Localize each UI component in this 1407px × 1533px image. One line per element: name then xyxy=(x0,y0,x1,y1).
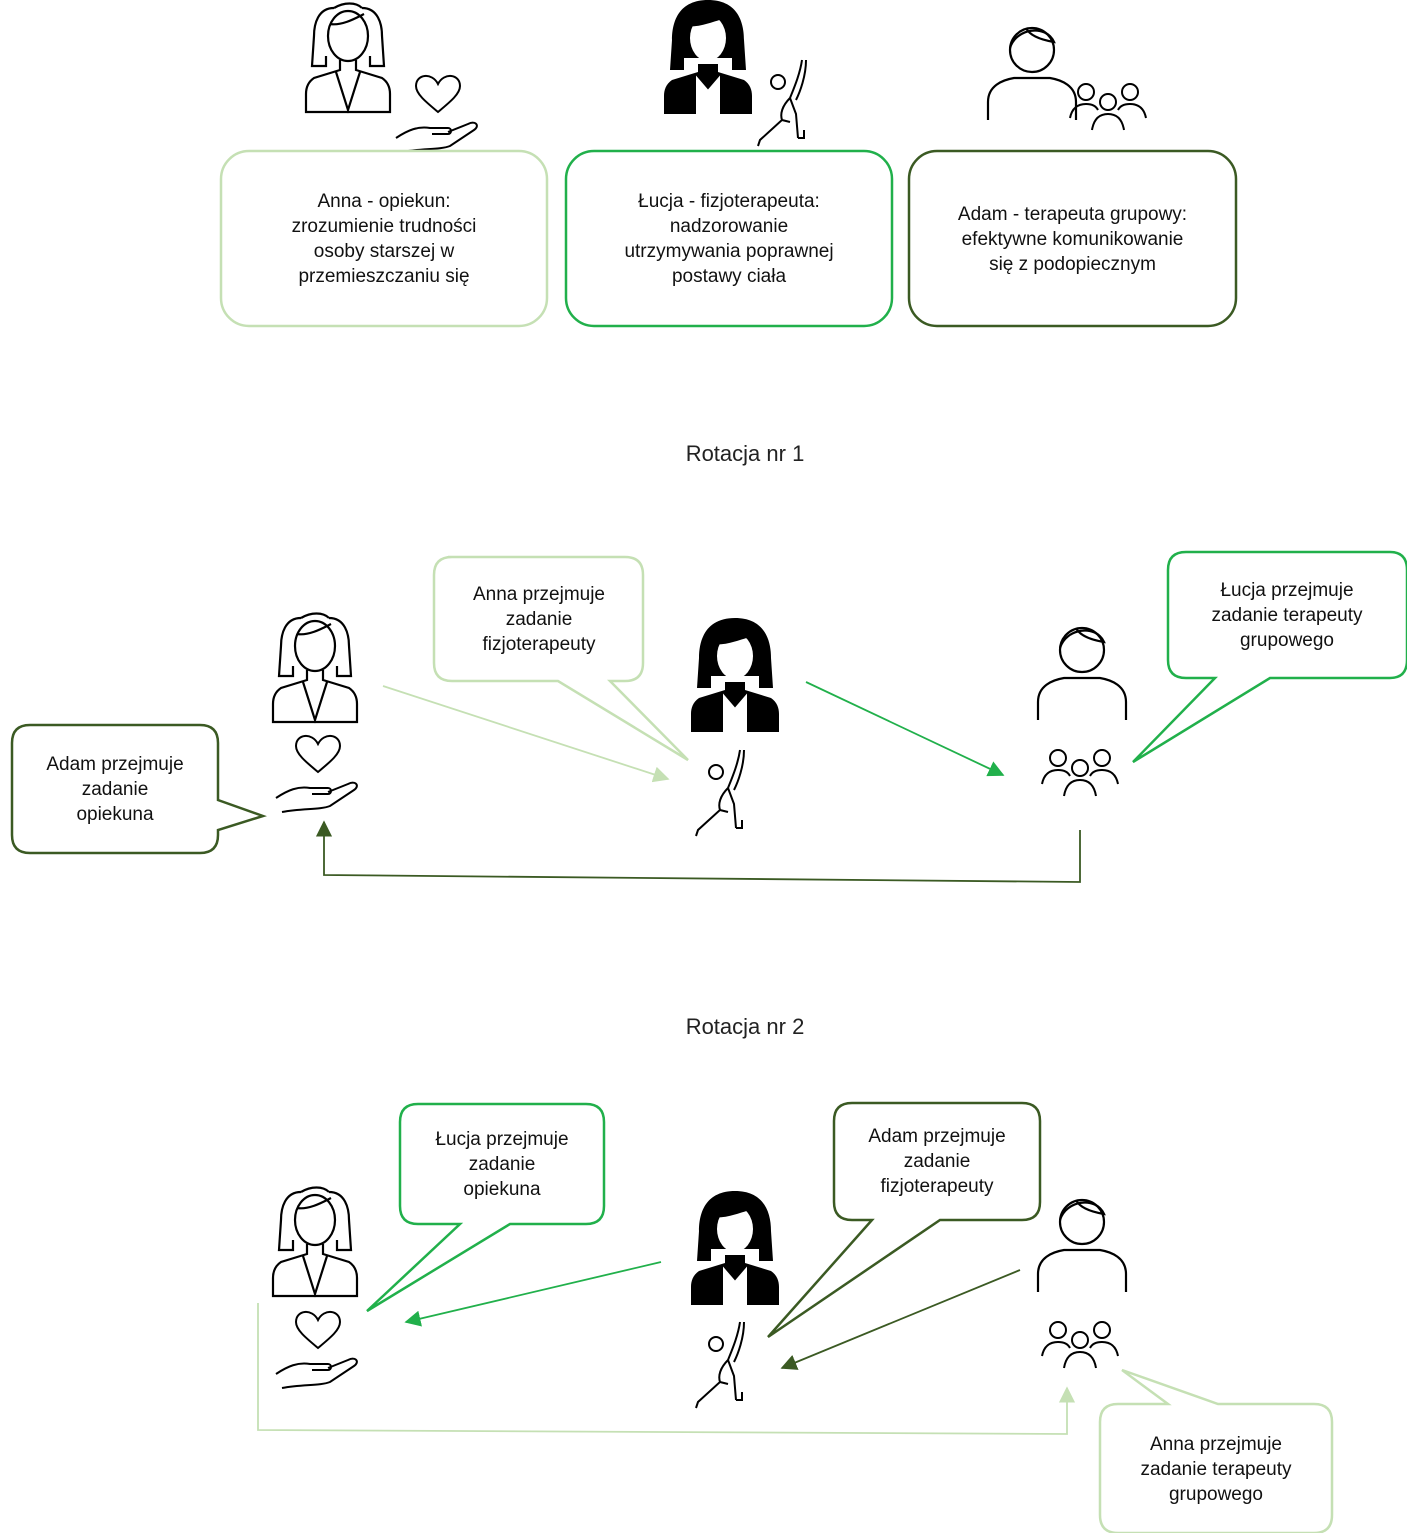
r1-lucja-icon xyxy=(690,617,780,733)
heart-hand-icon xyxy=(395,74,478,153)
r1-group-icon xyxy=(1041,749,1119,797)
role-text-lucja: Łucja - fizjoterapeuta: nadzorowanie utr… xyxy=(624,191,834,287)
r1-arrow-adam xyxy=(315,820,1081,883)
r2-callout-lucja-text: Łucja przejmuje zadanie opiekuna xyxy=(435,1128,569,1200)
role-box-lucja xyxy=(564,149,894,328)
role-box-anna xyxy=(219,149,549,328)
r1-arrow-anna xyxy=(382,685,670,783)
r2-arrow-adam xyxy=(780,1269,1021,1370)
role-box-adam xyxy=(907,149,1238,328)
r1-callout-lucja xyxy=(1132,550,1407,764)
yoga-pose-icon xyxy=(757,59,807,147)
role-text-adam: Adam - terapeuta grupowy: efektywne komu… xyxy=(957,203,1188,275)
r2-callout-adam xyxy=(767,1101,1042,1339)
r1-callout-lucja-text: Łucja przejmuje zadanie terapeuty grupow… xyxy=(1211,579,1363,651)
r2-adam-icon xyxy=(1036,1198,1128,1294)
caregiver-woman-icon xyxy=(304,2,392,114)
r2-callout-adam-text: Adam przejmuje zadanie fizjoterapeuty xyxy=(868,1126,1006,1197)
role-text-anna: Anna - opiekun: zrozumienie trudności os… xyxy=(291,191,477,287)
rotation2-title: Rotacja nr 2 xyxy=(685,1014,805,1039)
r1-adam-icon xyxy=(1036,626,1128,722)
r2-group-icon xyxy=(1041,1321,1119,1369)
r1-yoga-icon xyxy=(695,749,745,837)
group-therapist-man-icon xyxy=(986,26,1078,122)
r1-arrow-lucja xyxy=(805,681,1005,777)
r1-heart-hand-icon xyxy=(275,734,358,813)
r2-lucja-icon xyxy=(690,1190,780,1306)
r2-yoga-icon xyxy=(695,1321,745,1409)
r2-arrow-anna xyxy=(257,1303,1076,1435)
group-people-icon xyxy=(1069,83,1147,131)
r2-anna-icon xyxy=(271,1186,359,1298)
r1-callout-anna-text: Anna przejmuje zadanie fizjoterapeuty xyxy=(472,583,606,655)
r1-anna-icon xyxy=(271,612,359,724)
rotation1-title: Rotacja nr 1 xyxy=(685,441,805,466)
r1-callout-adam-text: Adam przejmuje zadanie opiekuna xyxy=(46,753,184,825)
r2-arrow-lucja xyxy=(404,1261,662,1327)
r2-heart-hand-icon xyxy=(275,1310,358,1389)
r2-callout-anna-text: Anna przejmuje zadanie terapeuty grupowe… xyxy=(1140,1433,1292,1505)
r1-callout-anna xyxy=(432,555,689,762)
r1-callout-adam xyxy=(10,723,267,855)
r2-callout-lucja xyxy=(366,1102,606,1313)
physiotherapist-woman-icon xyxy=(663,0,753,115)
